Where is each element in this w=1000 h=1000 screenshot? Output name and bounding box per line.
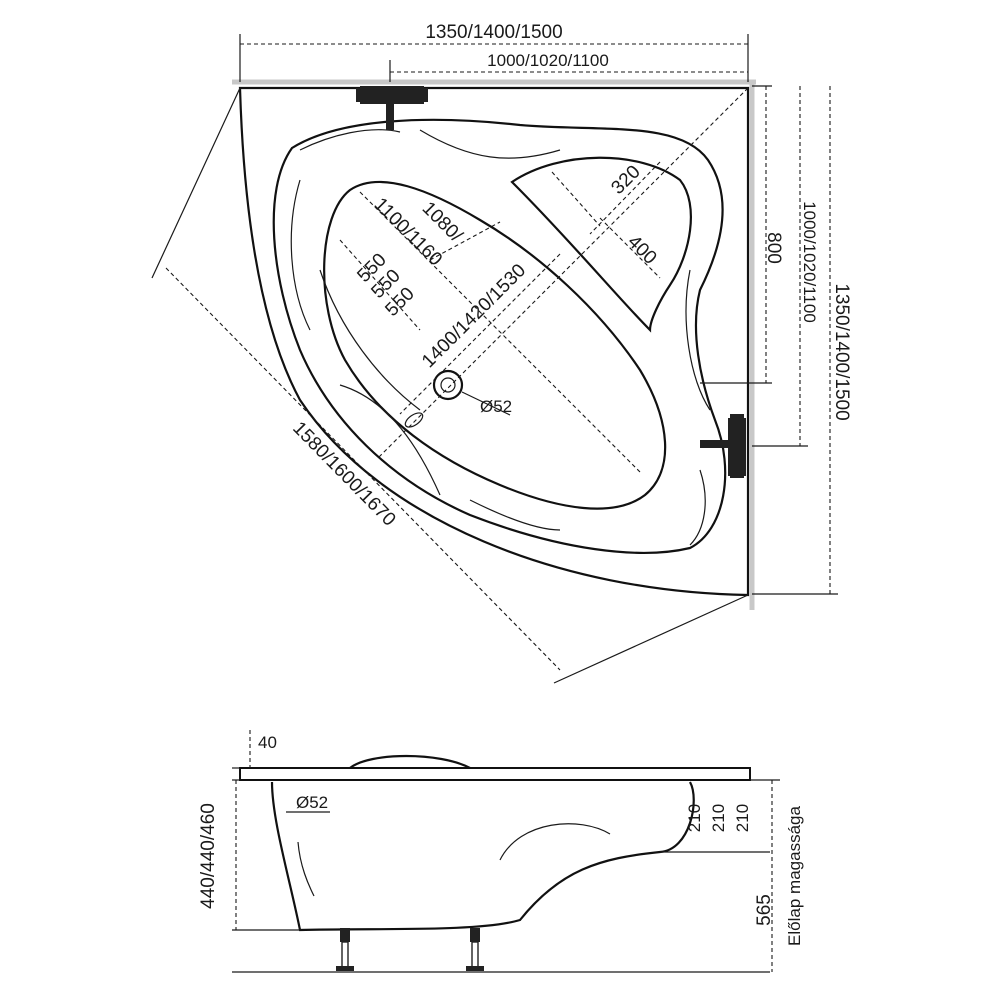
flow-line xyxy=(685,269,711,411)
faucet-right xyxy=(700,414,746,478)
side-headrest xyxy=(349,754,471,769)
flow-line xyxy=(689,469,706,546)
dim-210-a: 210 xyxy=(685,804,704,832)
side-body xyxy=(270,781,695,932)
faucet-top xyxy=(356,86,428,130)
flow-line xyxy=(339,384,441,496)
dim-basin-length-label: 1400/1420/1530 xyxy=(418,260,530,372)
tub-rim xyxy=(272,118,727,554)
dim-210-c: 210 xyxy=(733,804,752,832)
tub-basin xyxy=(323,180,667,510)
backrest xyxy=(510,156,692,333)
dim-rim-40: 40 xyxy=(258,733,277,752)
top-view: Ø52 1350/1400/1500 1000/1020/1100 800 xyxy=(151,22,852,684)
dim-320: 320 xyxy=(607,161,644,198)
drain-label: Ø52 xyxy=(480,397,512,416)
leg-left xyxy=(336,928,354,971)
side-view: 40 440/440/460 Ø52 210 210 210 565 Előla… xyxy=(198,730,804,973)
front-panel-label: Előlap magassága xyxy=(785,806,804,946)
corner-diagonal xyxy=(377,87,749,459)
dim-basin-width xyxy=(359,191,641,473)
dim-565-label: 565 xyxy=(754,894,775,926)
dim-400: 400 xyxy=(623,231,660,268)
dim-basin-length xyxy=(399,253,561,415)
dim-inner-width-label: 1000/1020/1100 xyxy=(487,51,609,70)
dim-height-label: 440/440/460 xyxy=(198,803,219,909)
drain-outer xyxy=(432,369,464,401)
side-rim xyxy=(239,767,751,781)
dim-overall-height-label: 1350/1400/1500 xyxy=(831,283,852,420)
tub-outline xyxy=(238,86,750,597)
flow-line xyxy=(469,499,561,531)
dim-inner-height-label: 1000/1020/1100 xyxy=(800,201,819,323)
flow-line xyxy=(319,269,421,411)
drain-inner xyxy=(440,377,456,393)
leg-right xyxy=(466,928,484,971)
flow-line xyxy=(419,129,561,159)
side-drain-label: Ø52 xyxy=(296,793,328,812)
dim-overall-width-label: 1350/1400/1500 xyxy=(425,22,562,43)
overflow xyxy=(404,412,424,428)
drain-leader xyxy=(461,391,511,416)
dim-800-label: 800 xyxy=(763,232,784,264)
flow-line xyxy=(290,179,311,331)
dim-210-b: 210 xyxy=(709,804,728,832)
side-flow xyxy=(297,841,315,897)
flow-line xyxy=(299,129,401,151)
dim-diagonal-label: 1580/1600/1670 xyxy=(288,418,399,531)
side-flow xyxy=(499,823,611,861)
dim-diagonal xyxy=(165,267,561,671)
